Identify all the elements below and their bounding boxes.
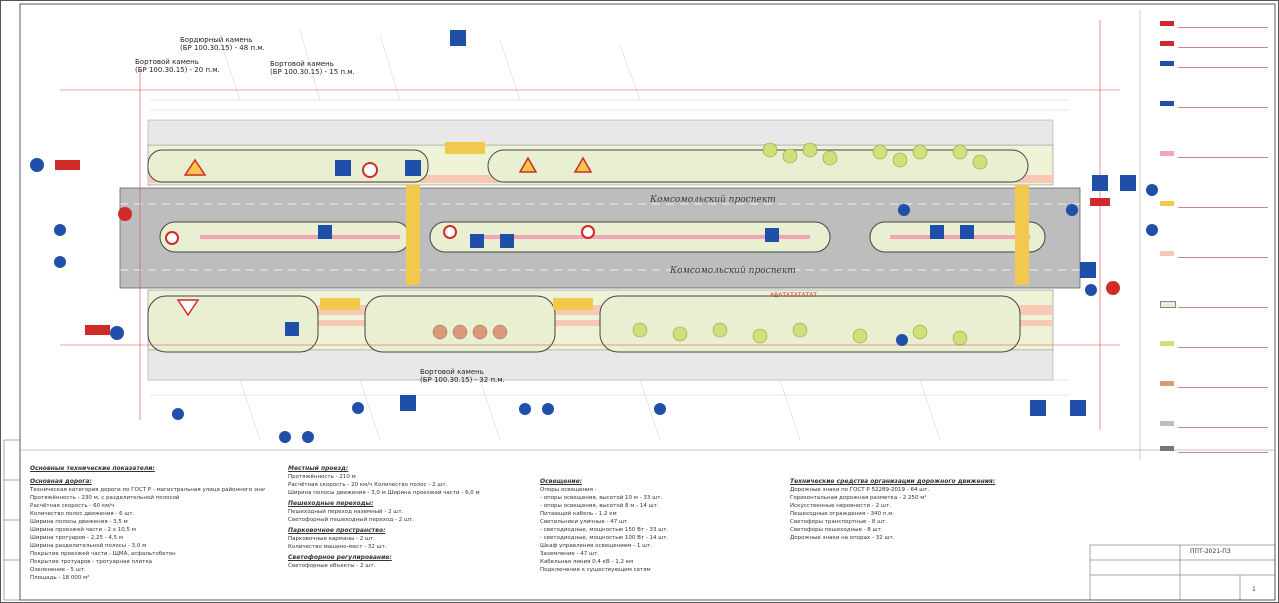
sign-speed-limit	[362, 162, 378, 178]
sign-crosswalk	[960, 225, 974, 239]
legend-row	[1160, 40, 1270, 48]
legend-row	[1160, 340, 1270, 348]
sign-warning	[518, 156, 538, 173]
sign-mandatory	[898, 204, 910, 216]
sign-mandatory	[1146, 224, 1158, 236]
sign-mandatory	[172, 408, 184, 420]
sign-yield	[176, 299, 200, 317]
sign-crosswalk	[500, 234, 514, 248]
legend-row	[1160, 60, 1270, 68]
sign-warning	[573, 156, 593, 173]
sign-mandatory	[542, 403, 554, 415]
sign-crosswalk	[400, 395, 416, 411]
sign-direction	[450, 30, 466, 46]
title-block-code: ППТ-2021-ПЗ	[1190, 548, 1231, 555]
sign-mandatory	[654, 403, 666, 415]
legend-row	[1160, 420, 1270, 428]
sign-speed-limit	[581, 225, 595, 239]
sign-no-entry	[1106, 281, 1120, 295]
terrain-hatching	[150, 29, 1070, 441]
title-block	[1089, 544, 1276, 601]
road-name-lower: Комсомольский проспект	[670, 266, 796, 276]
sign-mandatory	[1066, 204, 1078, 216]
sign-crosswalk	[318, 225, 332, 239]
notes-col-3: Освещение: Опоры освещения - - опоры осв…	[540, 478, 669, 573]
sign-crosswalk	[1070, 400, 1086, 416]
callout-bottom-center: Бортовой камень (БР 100.30.15) - 32 п.м.	[420, 368, 505, 384]
sign-crosswalk	[470, 234, 484, 248]
legend-row	[1160, 445, 1270, 453]
sign-crosswalk	[1092, 175, 1108, 191]
sign-crosswalk	[335, 160, 351, 176]
legend-row	[1160, 300, 1270, 308]
road-name-upper: Комсомольский проспект	[650, 195, 776, 205]
sign-crosswalk	[1120, 175, 1136, 191]
sign-mandatory	[54, 256, 66, 268]
legend-row	[1160, 150, 1270, 158]
sign-crosswalk	[930, 225, 944, 239]
side-stamp	[3, 439, 21, 601]
title-block-sheet: 1	[1252, 586, 1256, 593]
sign-mandatory	[519, 403, 531, 415]
sign-mandatory	[1085, 284, 1097, 296]
notes-title: Основные технические показатели:	[30, 465, 155, 472]
legend-row	[1160, 250, 1270, 258]
sign-speed-limit	[443, 225, 457, 239]
sign-mandatory	[352, 402, 364, 414]
crosswalks	[320, 142, 1029, 310]
red-boundaries	[60, 20, 1120, 430]
legend-row	[1160, 380, 1270, 388]
shrubs	[432, 324, 508, 340]
callout-top-2: Бортовой камень (БР 100.30.15) - 20 п.м.	[135, 58, 220, 74]
notes-col-1: Основная дорога: Техническая категория д…	[30, 478, 265, 581]
chevron-arrows	[55, 160, 1110, 335]
sign-crosswalk	[1080, 262, 1096, 278]
sign-mandatory	[896, 334, 908, 346]
notes-col-2: Местный проезд: Протяжённость - 210 м Ра…	[288, 465, 480, 569]
legend-row	[1160, 20, 1270, 28]
sign-crosswalk	[405, 160, 421, 176]
legend-row	[1160, 200, 1270, 208]
sign-mandatory	[302, 431, 314, 443]
callout-top-3: Бортовой камень (БР 100.30.15) - 15 п.м.	[270, 60, 355, 76]
road-signs	[30, 30, 1158, 443]
stripe-label: АВАТАТАТАТАТ	[770, 292, 818, 299]
sign-no-entry	[118, 207, 132, 221]
sign-mandatory	[1146, 184, 1158, 196]
sign-speed-limit	[165, 231, 179, 245]
sign-crosswalk	[1030, 400, 1046, 416]
sign-mandatory	[110, 326, 124, 340]
sign-mandatory	[279, 431, 291, 443]
callout-top-1: Бордюрный камень (БР 100.30.15) - 48 п.м…	[180, 36, 265, 52]
notes-col-4: Технические средства организации дорожно…	[790, 478, 996, 541]
sign-warning	[183, 158, 207, 176]
sign-mandatory	[54, 224, 66, 236]
side-islands	[147, 149, 1029, 353]
sign-crosswalk	[285, 322, 299, 336]
legend-row	[1160, 100, 1270, 108]
sign-mandatory	[30, 158, 44, 172]
trees	[632, 142, 988, 346]
sign-direction	[765, 228, 779, 242]
